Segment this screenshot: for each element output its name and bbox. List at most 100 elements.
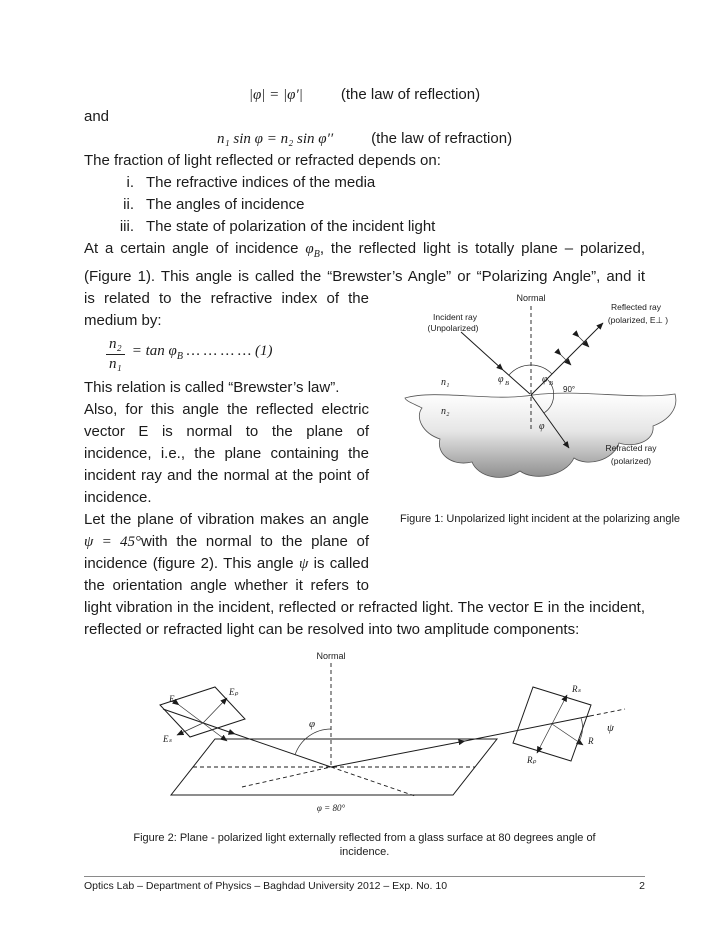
r-vector	[551, 723, 583, 745]
reflection-law-label: (the law of reflection)	[340, 86, 481, 103]
reflected-ray-tail	[464, 715, 590, 742]
incident-ray-tail	[502, 369, 531, 395]
refraction-equation: n₁ sin φ = n₂ sin φ′′	[216, 131, 334, 147]
e-p-label: Eₚ	[228, 687, 238, 697]
refracted-ray	[530, 394, 570, 449]
psi-symbol: ψ	[298, 555, 309, 572]
incident-ray-tail	[234, 733, 331, 768]
e-s-label: Eₛ	[162, 734, 172, 744]
r-s-vector	[551, 694, 567, 724]
figure1-diagram: Normal Incident ray (Unpolarized) Reflec…	[404, 293, 677, 478]
conjunction-line: and	[84, 108, 110, 125]
reflected-vibration-plane	[511, 685, 592, 762]
incident-ray-label-1: Incident ray	[433, 312, 478, 322]
figure1-caption: Figure 1: Unpolarized light incident at …	[399, 513, 681, 525]
page-number: 2	[639, 880, 645, 892]
medium-surface	[404, 392, 677, 478]
e-label: E	[168, 694, 175, 704]
list-num-i: i.	[126, 174, 135, 191]
figure-2: Normal Eₚ E Eₛ φ Rₛ R	[85, 649, 645, 859]
psi-angle-arc	[576, 717, 583, 745]
ninety-degree-arc	[543, 378, 554, 414]
psi-45-symbol: ψ = 45°	[84, 533, 141, 550]
refraction-law-line: n₁ sin φ = n₂ sin φ′′ (the law of refract…	[84, 128, 645, 150]
reflected-ray-label-1: Reflected ray	[611, 302, 662, 312]
normal-label: Normal	[316, 651, 345, 661]
equation-tan: = tan φ	[131, 343, 177, 360]
fraction-numerator: n₂	[106, 336, 125, 355]
reflected-ray-extension	[589, 708, 625, 717]
list-num-ii: ii.	[123, 196, 134, 213]
reflected-ray-label-2: (polarized, E⊥ )	[608, 315, 668, 325]
e-s-vector	[176, 722, 203, 735]
figure2-caption: Figure 2: Plane - polarized light extern…	[85, 831, 645, 859]
ninety-degree-label: 90°	[563, 385, 575, 394]
r-p-label: Rₚ	[526, 755, 536, 765]
equation-rhs: = tan φB … … … … (1)	[132, 340, 273, 368]
depends-line: The fraction of light reflected or refra…	[84, 152, 441, 169]
list-item-ii: ii. The angles of incidence	[84, 194, 645, 216]
relation-line: This relation is called “Brewster’s law”…	[84, 378, 340, 396]
e-p-vector	[202, 697, 227, 723]
page-footer: Optics Lab – Department of Physics – Bag…	[84, 876, 645, 893]
figure2-caption-line1: Figure 2: Plane - polarized light extern…	[133, 831, 596, 844]
refraction-angle-label: φ	[539, 421, 545, 432]
vibration-text-2: with the normal to the plane of incidenc…	[84, 532, 369, 572]
brewster-text-2: , the reflected light is totally plane –…	[84, 240, 645, 285]
glass-surface	[169, 738, 498, 796]
vibration-text-1: Let the plane of vibration makes an angl…	[84, 510, 369, 528]
reflected-projection-dashed	[241, 766, 331, 788]
reflection-law-line: |φ| = |φ′| (the law of reflection)	[84, 84, 645, 106]
incident-ray	[460, 331, 504, 371]
list-item-i: i. The refractive indices of the media	[84, 172, 645, 194]
phi-b-subscript: B	[313, 249, 320, 260]
phi-b-left-label: φ	[498, 374, 504, 385]
also-paragraph: Also, for this angle the reflected elect…	[84, 400, 369, 506]
normal-label: Normal	[516, 293, 545, 303]
vibration-paragraph: Let the plane of vibration makes an angl…	[84, 509, 645, 641]
phi-label: φ	[309, 718, 315, 730]
equation-fraction: n₂ n₁	[106, 336, 125, 373]
r-p-vector	[536, 723, 552, 754]
list-text-i: The refractive indices of the media	[146, 174, 376, 191]
refraction-law-label: (the law of refraction)	[371, 130, 513, 147]
r-s-label: Rₛ	[571, 684, 581, 694]
vibration-text-3: is called the orientation angle whether …	[84, 554, 645, 638]
equation-dots: … … … … (1)	[182, 343, 273, 360]
brewster-text-1: At a certain angle of incidence	[84, 240, 306, 257]
incidence-angle-arc	[508, 364, 532, 376]
incident-projection-dashed	[330, 766, 415, 797]
phi-80-label: φ = 80°	[316, 803, 345, 813]
n1-label: n₁	[441, 377, 449, 388]
brewster-law-equation: n₂ n₁ = tan φB … … … … (1)	[106, 336, 369, 373]
equation-tan-sub: B	[176, 351, 183, 363]
footer-text: Optics Lab – Department of Physics – Bag…	[84, 880, 448, 892]
incident-ray	[162, 708, 235, 735]
figure-1: Normal Incident ray (Unpolarized) Reflec…	[379, 290, 701, 526]
figure2-caption-line2: incidence.	[339, 845, 390, 858]
incident-ray-label-2: (Unpolarized)	[427, 323, 478, 333]
fraction-denominator: n₁	[109, 355, 122, 372]
figure2-diagram: Normal Eₚ E Eₛ φ Rₛ R	[158, 651, 625, 813]
brewster-paragraph: At a certain angle of incidence φB, the …	[84, 238, 645, 288]
refracted-ray-label-1: Refracted ray	[605, 443, 657, 453]
refracted-ray-label-2: (polarized)	[611, 456, 651, 466]
reflected-ray	[330, 738, 465, 768]
phi-b-symbol: φ	[305, 241, 314, 257]
r-label: R	[587, 736, 594, 746]
reflection-equation: |φ| = |φ′|	[248, 87, 303, 103]
polarization-mark-2	[572, 330, 590, 348]
n2-label: n₂	[441, 406, 450, 417]
list-text-ii: The angles of incidence	[146, 196, 305, 213]
polarization-mark-1	[554, 348, 572, 366]
phi-angle-arc	[294, 728, 331, 755]
psi-label: ψ	[607, 722, 614, 734]
list-num-iii: iii.	[119, 218, 134, 235]
related-line: is related to the refractive index of th…	[84, 290, 369, 329]
list-item-iii: iii. The state of polarization of the in…	[84, 216, 645, 238]
phi-b-right-label: φ	[542, 374, 548, 385]
wrap-section: Normal Incident ray (Unpolarized) Reflec…	[84, 288, 680, 641]
phi-b-left-sub: B	[505, 380, 509, 387]
reflection-angle-arc	[530, 364, 553, 375]
